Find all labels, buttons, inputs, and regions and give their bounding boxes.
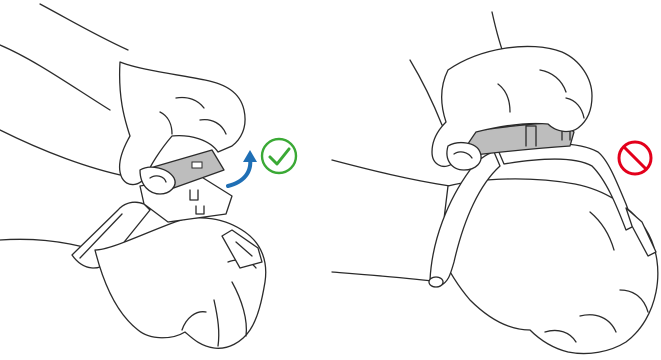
thumbnail: [149, 175, 167, 183]
worn-hand-finger-2: [579, 314, 617, 333]
clip-slot: [525, 125, 537, 147]
forearm-outline: [0, 129, 136, 179]
check-circle-icon: [260, 137, 298, 175]
upper-arm-outline: [39, 3, 129, 51]
curved-arrow-icon: [226, 156, 253, 188]
thumbnail: [453, 151, 473, 159]
incorrect-method-panel: [330, 0, 661, 360]
strap-tail-detail: [235, 241, 253, 257]
worn-hand: [439, 178, 659, 355]
finger-crease-3: [497, 83, 511, 113]
worn-hand-finger-1: [544, 329, 577, 343]
curved-arrow-head: [243, 150, 257, 162]
adjusting-thumb: [446, 141, 482, 171]
finger-crease-3: [159, 111, 173, 135]
finger-crease-1: [175, 96, 205, 109]
adjusting-hand: [431, 45, 593, 167]
forearm-outline-lower: [331, 271, 441, 283]
strap-tail: [221, 229, 263, 269]
adjusting-thumb: [139, 166, 176, 195]
upper-arm-outline-2: [0, 44, 111, 111]
prohibited-icon: [617, 140, 653, 176]
worn-hand-finger-2: [231, 281, 248, 337]
worn-hand-finger-3: [213, 299, 220, 347]
worn-hand-knuckle: [181, 311, 207, 331]
wrist-strap-inner: [79, 213, 123, 259]
incorrect-method-drawing: [331, 11, 659, 355]
forearm-outline: [331, 159, 451, 187]
finger-crease-2: [199, 118, 227, 135]
correct-method-panel: [0, 0, 330, 360]
buckle-slot-1: [189, 189, 199, 201]
finger-crease-1: [539, 69, 567, 93]
upper-arm-outline-2: [409, 59, 443, 126]
adjusting-hand: [118, 61, 246, 186]
worn-hand-finger-3: [619, 289, 649, 313]
worn-hand-knuckle: [589, 211, 615, 251]
strap-end: [428, 276, 444, 288]
strap-side: [625, 207, 657, 257]
buckle-slot-2: [195, 205, 205, 215]
strap-upper-loop: [497, 142, 635, 231]
clip-window: [191, 161, 203, 169]
finger-crease-2: [565, 97, 585, 119]
correct-method-drawing: [0, 3, 298, 349]
